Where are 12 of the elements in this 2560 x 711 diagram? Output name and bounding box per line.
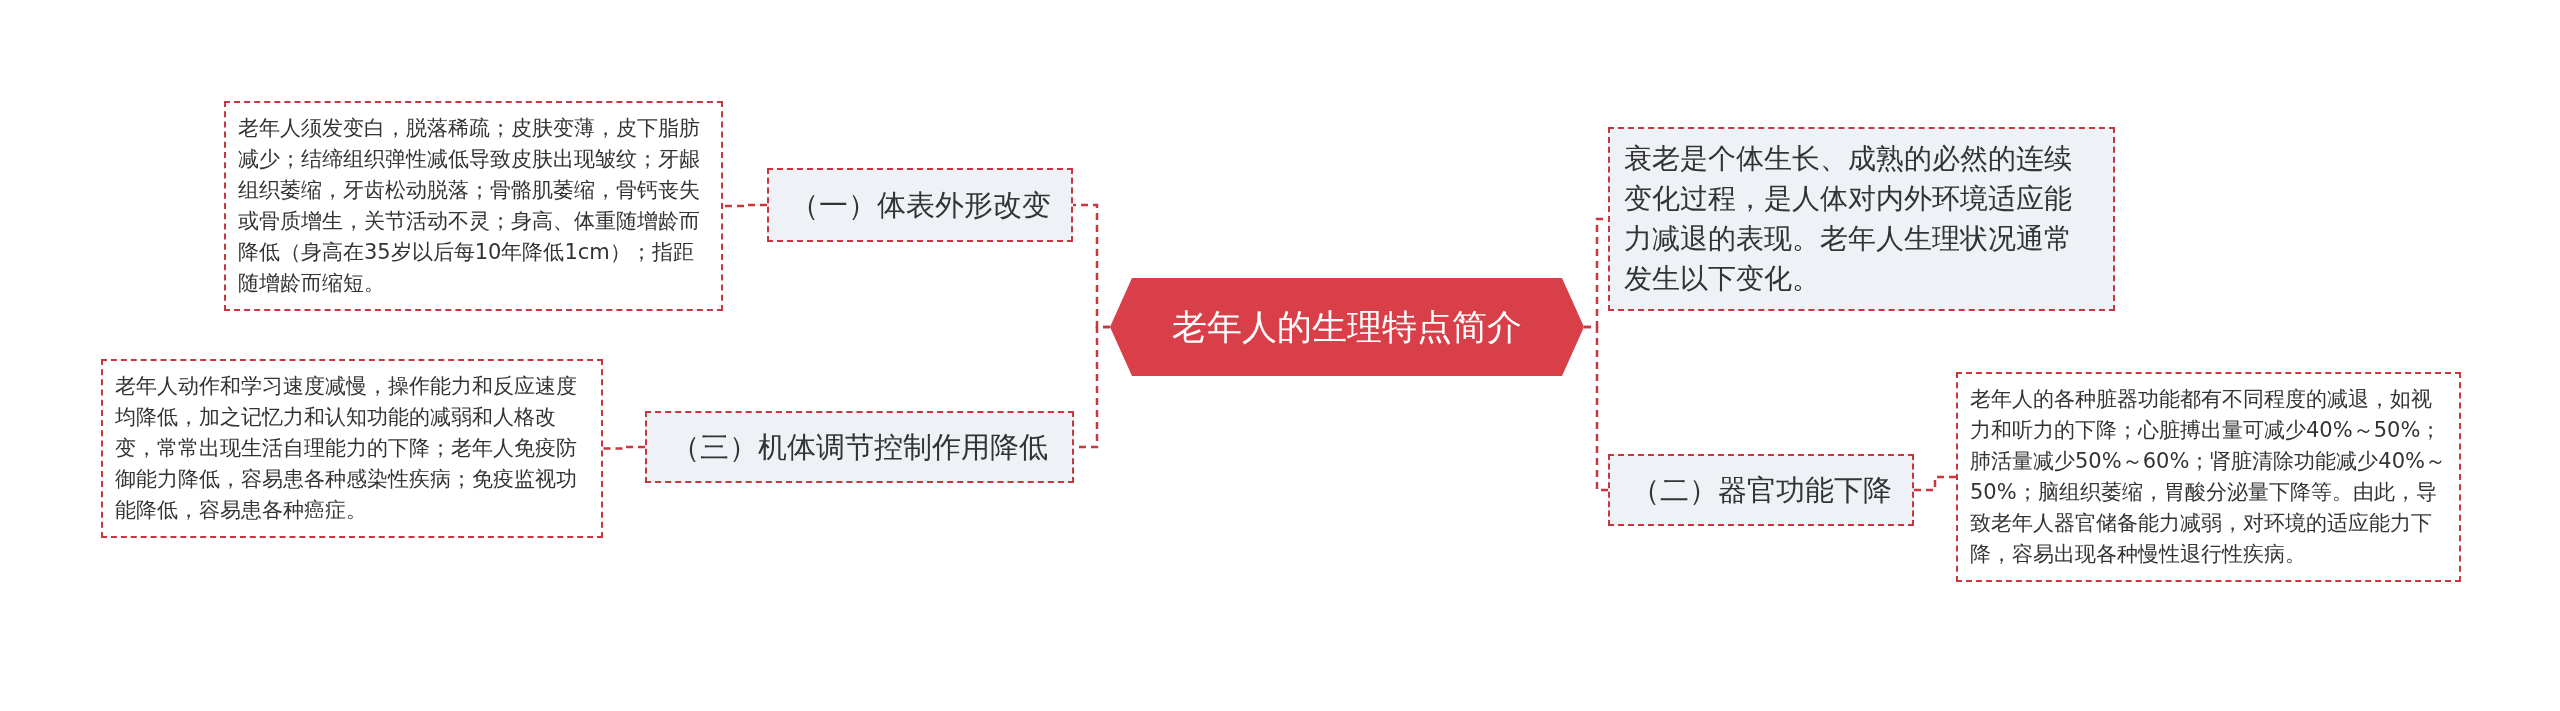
intro-box: 衰老是个体生长、成熟的必然的连续变化过程，是人体对内外环境适应能力减退的表现。老年人生理状况通常发生以下变化。 [1608,127,2115,311]
connector-line [1914,475,1956,492]
topic-box: （一）体表外形改变 [767,168,1073,242]
connector-line [603,445,645,450]
central-topic: 老年人的生理特点简介 [1110,278,1584,376]
topic-box: （二）器官功能下降 [1608,454,1914,526]
detail-box: 老年人须发变白，脱落稀疏；皮肤变薄，皮下脂肪减少；结缔组织弹性减低导致皮肤出现皱纹；牙龈组织萎缩，牙齿松动脱落；骨骼肌萎缩，骨钙丧失或骨质增生，关节活动不灵；身高、体重随增龄而降低（身高在35岁以后每10年降低1cm）；指距随增龄而缩短。 [224,101,723,311]
detail-box: 老年人的各种脏器功能都有不同程度的减退，如视力和听力的下降；心脏搏出量可减少40%～50%；肺活量减少50%～60%；肾脏清除功能减少40%～50%；脑组织萎缩，胃酸分泌量下降等。由此，导致老年人器官储备能力减弱，对环境的适应能力下降，容易出现各种慢性退行性疾病。 [1956,372,2461,582]
connector-line [723,203,767,208]
connector-line [1584,325,1608,492]
detail-box: 老年人动作和学习速度减慢，操作能力和反应速度均降低，加之记忆力和认知功能的减弱和人格改变，常常出现生活自理能力的下降；老年人免疫防御能力降低，容易患各种感染性疾病；免疫监视功能降低，容易患各种癌症。 [101,359,603,538]
topic-box: （三）机体调节控制作用降低 [645,411,1074,483]
